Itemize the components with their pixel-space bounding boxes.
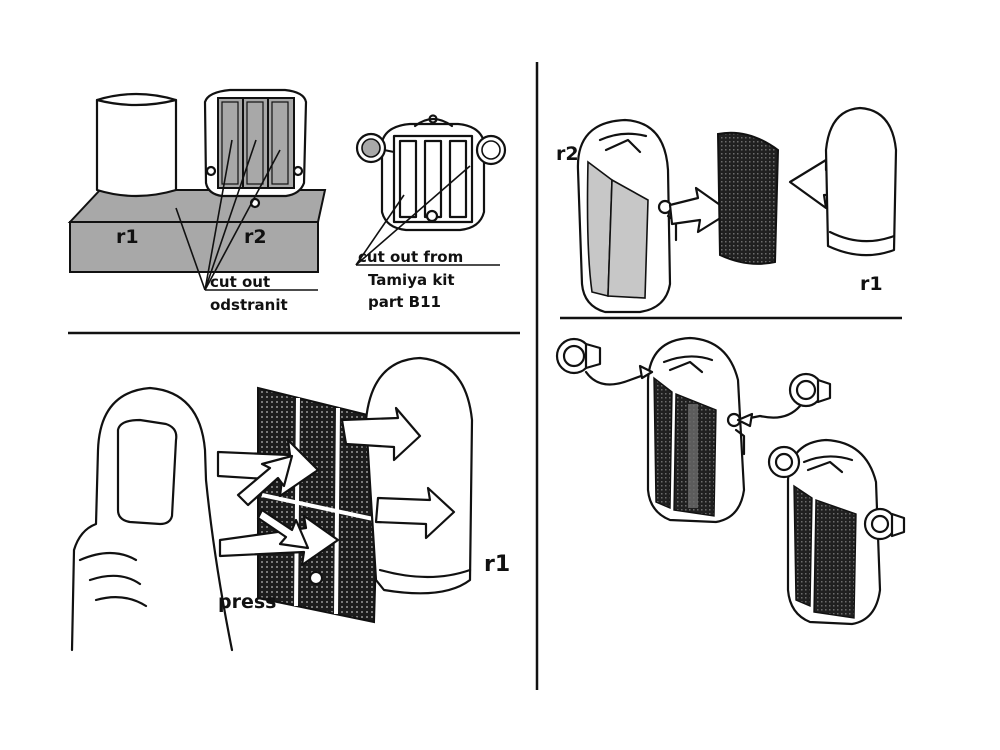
- lamp-mounted-right-icon: [863, 507, 906, 541]
- panel-top-left: r1 r2 cut out odstranit: [67, 88, 507, 314]
- arrow-diag-lower: [256, 508, 310, 550]
- arrow-press-lower: [218, 514, 340, 567]
- panel-bottom-right: [555, 336, 906, 626]
- arrow-diag-left: [236, 454, 294, 507]
- arrow-to-mesh: [668, 186, 732, 234]
- label-part-b11: part B11: [368, 293, 441, 311]
- r1-cylinder-part: [95, 92, 178, 198]
- label-cut-out-from: cut out from: [358, 248, 463, 266]
- label-r2-shell: r2: [556, 143, 579, 165]
- thumb-illustration: [70, 386, 234, 652]
- r2-grille-part: [203, 88, 308, 209]
- lamp-right-icon: [475, 134, 507, 166]
- tamiya-grille-part: [355, 114, 507, 232]
- lamp-wired-right-icon: [736, 372, 832, 428]
- label-r1-cover: r1: [860, 273, 883, 295]
- panel-top-right: r2 r1: [556, 106, 898, 314]
- lamp-left-icon: [355, 132, 395, 164]
- label-tamiya-kit: Tamiya kit: [368, 271, 455, 289]
- arrow-to-cover-upper: [340, 406, 422, 462]
- label-r1-bottom: r1: [484, 552, 510, 577]
- arrow-to-cover-lower: [374, 486, 456, 540]
- label-odstranit: odstranit: [210, 296, 288, 314]
- cut-out-leader-lines: [175, 139, 318, 291]
- lamp-mounted-left-icon: [767, 445, 801, 479]
- lamp-wired-left-icon: [555, 337, 654, 386]
- r1-cover-large: [364, 356, 474, 595]
- r1-cover-part: [824, 106, 898, 257]
- gray-sheet-base: [67, 189, 327, 273]
- label-r2-sheet: r2: [244, 226, 267, 248]
- label-cut-out: cut out: [210, 273, 270, 291]
- assembled-grille-final: [767, 438, 906, 626]
- mesh-screen: [716, 131, 780, 265]
- tamiya-leader-lines: [355, 165, 500, 266]
- label-press: press: [218, 591, 276, 613]
- panel-bottom-left: press r1: [70, 356, 510, 652]
- label-r1-sheet: r1: [116, 226, 139, 248]
- mesh-dividers: [261, 397, 379, 615]
- r2-grille-shell: [576, 118, 678, 314]
- assembled-grille-front: [646, 336, 746, 524]
